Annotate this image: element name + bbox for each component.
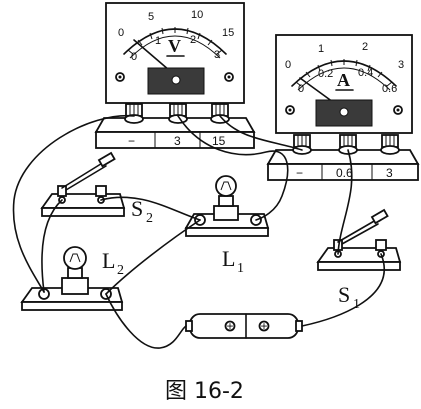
ammeter-terminal-label-0.6: 0.6 (336, 166, 353, 180)
ammeter-scale-top-3: 3 (398, 59, 404, 71)
ammeter-scale-top-2: 2 (362, 41, 368, 53)
voltmeter-terminal-3[interactable] (168, 103, 188, 124)
switch-s1-label: S (338, 282, 350, 307)
figure-caption: 图 16-2 (165, 379, 244, 404)
voltmeter-scale-top-3: 15 (222, 27, 234, 39)
voltmeter-ticks (127, 27, 223, 55)
lamp-l1-bulb (215, 175, 237, 197)
wire-s1-to-battery (301, 253, 385, 327)
switch-s2-label-sub: 2 (146, 211, 153, 226)
switch-s2-handle[interactable] (97, 151, 116, 168)
voltmeter-scale-top-2: 10 (191, 9, 203, 21)
voltmeter-terminal-label-3: 3 (174, 134, 181, 148)
wire-voltmeter-15-to-ammeter (219, 115, 303, 151)
wire-l2-to-battery (105, 293, 187, 349)
switch-s1[interactable] (316, 208, 402, 271)
svg-text:+: + (227, 319, 234, 333)
ammeter-terminal-label-3: 3 (386, 166, 393, 180)
ammeter-base-front (267, 163, 419, 181)
voltmeter-inner-arc (129, 35, 221, 59)
switch-s1-handle[interactable] (370, 208, 389, 225)
ammeter-terminal-3[interactable] (380, 134, 400, 155)
lamp-l2-bulb (63, 246, 87, 270)
switch-s2-blade[interactable] (61, 161, 105, 189)
ammeter-scale-top-0: 0 (285, 59, 291, 71)
lamp-l2-label: L (102, 248, 115, 273)
lamp-l2 (20, 246, 124, 311)
voltmeter-pivot (171, 75, 181, 85)
voltmeter-scale-bottom-1: 1 (155, 35, 161, 47)
voltmeter: 0 5 10 15 0 1 2 3 V (94, 2, 256, 149)
ammeter-pivot (339, 107, 349, 117)
ammeter-scale-bottom-2: 0.4 (358, 67, 373, 79)
ammeter: 0 1 2 3 0 0.2 0.4 0.6 A (266, 34, 420, 181)
switch-s2[interactable] (40, 151, 126, 217)
ammeter-scale-bottom-3: 0.6 (382, 83, 397, 95)
voltmeter-scale-top-1: 5 (148, 11, 154, 23)
wire-ammeter-to-s1 (337, 149, 353, 255)
battery: + + (185, 313, 303, 339)
ammeter-scale-top-1: 1 (318, 43, 324, 55)
ammeter-scale-bottom-1: 0.2 (318, 68, 333, 80)
voltmeter-scale-bottom-2: 2 (190, 34, 196, 46)
ammeter-symbol: A (337, 70, 350, 90)
wire-voltmeter-3-to-l1 (177, 115, 289, 221)
voltmeter-terminal-neg[interactable] (124, 103, 144, 124)
voltmeter-scale-top-0: 0 (118, 27, 124, 39)
wire-voltmeter-neg-to-l2 (12, 114, 135, 293)
switch-s1-blade[interactable] (337, 219, 377, 243)
voltmeter-scale-bottom-3: 3 (214, 49, 220, 61)
voltmeter-scale-bottom-0: 0 (131, 51, 137, 63)
wires (12, 114, 385, 349)
wire-l1-to-l2 (105, 219, 201, 295)
battery-terminal-left (224, 320, 236, 332)
switch-s2-label: S (131, 196, 143, 221)
ammeter-ticks (295, 59, 393, 87)
battery-terminal-right (258, 320, 270, 332)
switch-s1-label-sub: 1 (353, 297, 360, 312)
voltmeter-terminal-15[interactable] (210, 103, 230, 124)
ammeter-scale-bottom-0: 0 (298, 83, 304, 95)
lamp-l1 (184, 175, 270, 237)
lamp-l1-label-sub: 1 (237, 261, 244, 276)
ammeter-inner-arc (297, 67, 391, 91)
lamp-l2-label-sub: 2 (117, 263, 124, 278)
svg-text:+: + (261, 319, 268, 333)
ammeter-terminal-neg[interactable] (292, 134, 312, 155)
voltmeter-base-front (95, 131, 255, 149)
ammeter-terminal-label-neg: − (296, 166, 303, 180)
voltmeter-terminal-label-15: 15 (212, 134, 226, 148)
wire-s2-to-l1 (100, 196, 201, 221)
voltmeter-terminal-label-neg: − (128, 134, 135, 148)
voltmeter-symbol: V (168, 36, 181, 56)
lamp-l1-label: L (222, 246, 235, 271)
